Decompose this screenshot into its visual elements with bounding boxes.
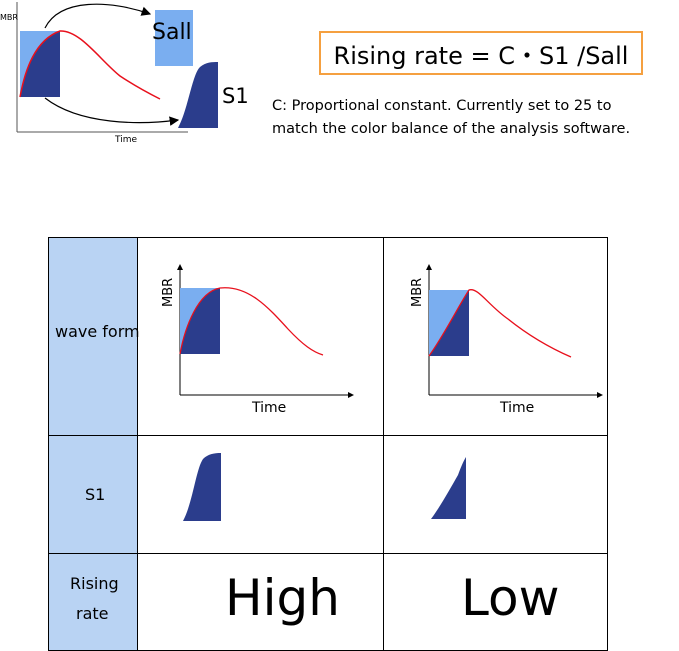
- note-line-2: match the color balance of the analysis …: [272, 121, 631, 137]
- waveform-low-y-label: MBR: [410, 278, 425, 307]
- comparison-table: wave form S1 Rising rate MBR Time MBR Ti…: [48, 237, 608, 651]
- top-y-axis-label: MBR: [0, 13, 18, 22]
- row-label-wave-form: wave form: [55, 322, 140, 341]
- row-label-rising: Rising: [70, 574, 119, 593]
- formula-text: Rising rate = C・S1 /Sall: [333, 41, 629, 70]
- top-mbr-curve: [19, 30, 161, 100]
- row-label-s1: S1: [85, 485, 105, 504]
- label-column-bg: [48, 237, 137, 651]
- top-arrow-to-sall: [44, 3, 152, 29]
- waveform-low-x-label: Time: [499, 400, 534, 416]
- row-label-rate: rate: [76, 604, 109, 623]
- s1-label: S1: [222, 84, 249, 108]
- waveform-high-x-label: Time: [251, 400, 286, 416]
- sall-label: Sall: [152, 20, 192, 45]
- waveform-high-s1-area: [180, 288, 220, 354]
- waveform-high-curve: [179, 287, 324, 356]
- top-schematic: MBR Time Sall S1: [0, 2, 249, 145]
- s1-shape-low: [431, 457, 466, 519]
- waveform-low-curve: [428, 289, 572, 358]
- waveform-low: MBR Time: [410, 264, 603, 416]
- top-arrow-to-s1: [44, 97, 180, 126]
- top-s1-area: [20, 31, 60, 97]
- formula-box: Rising rate = C・S1 /Sall: [319, 31, 643, 75]
- rising-rate-high: High: [225, 569, 340, 627]
- sall-block: [155, 10, 193, 66]
- waveform-low-s1-area: [429, 290, 469, 356]
- waveform-high-y-label: MBR: [161, 278, 176, 307]
- top-x-axis-label: Time: [114, 135, 137, 145]
- rising-rate-low: Low: [461, 569, 559, 627]
- s1-shape-high: [183, 453, 221, 521]
- note-line-1: C: Proportional constant. Currently set …: [272, 98, 612, 114]
- s1-shape: [178, 62, 218, 128]
- waveform-high: MBR Time: [161, 264, 354, 416]
- formula-note: C: Proportional constant. Currently set …: [272, 95, 679, 141]
